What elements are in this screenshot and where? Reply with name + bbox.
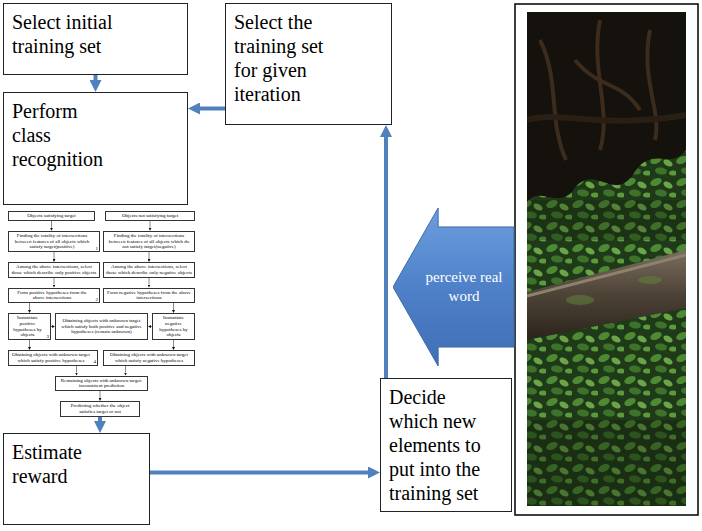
node-text: Among the above intersections, select th… bbox=[106, 264, 192, 276]
connector bbox=[200, 107, 225, 111]
process-box: Perform class recognition bbox=[3, 92, 188, 205]
node-text: Select the training set for given iterat… bbox=[234, 10, 346, 106]
process-box: Estimate reward bbox=[3, 433, 150, 525]
step-box: Among the above intersections, select th… bbox=[103, 262, 195, 278]
step-box: Remaining objects with unknown target: i… bbox=[55, 376, 148, 392]
node-text: Instantiate positive hypotheses by objec… bbox=[11, 315, 44, 338]
connector bbox=[54, 252, 55, 259]
connector bbox=[173, 303, 174, 310]
node-text: Predicting whether the object satisfies … bbox=[63, 403, 137, 415]
node-text: Instantiate negative hypotheses by objec… bbox=[155, 315, 192, 338]
connector bbox=[150, 221, 151, 228]
node-text: Obtaining objects with unknown target wh… bbox=[58, 318, 145, 335]
node-text: Select initial training set bbox=[12, 10, 142, 58]
node-text: Remaining objects with unknown target: i… bbox=[58, 378, 145, 390]
step-box: Obtaining objects with unknown target wh… bbox=[55, 313, 148, 340]
step-box: Objects not satisfying target bbox=[105, 211, 195, 221]
node-text: Obtaining objects with unknown target wh… bbox=[106, 352, 192, 364]
step-box: Objects satisfying target bbox=[8, 211, 95, 221]
step-box: Form positive hypotheses from the above … bbox=[8, 288, 100, 304]
connector bbox=[29, 340, 30, 347]
process-box: Select initial training set bbox=[3, 3, 188, 75]
connector bbox=[100, 391, 101, 398]
block-arrow-shape bbox=[393, 208, 515, 366]
node-text: Obtaining objects with unknown target wh… bbox=[11, 352, 91, 364]
process-box: Select the training set for given iterat… bbox=[225, 3, 392, 125]
node-text: Estimate reward bbox=[12, 440, 112, 488]
connector bbox=[150, 471, 368, 475]
connector bbox=[173, 340, 174, 347]
connector bbox=[149, 252, 150, 259]
callout-number: 3 bbox=[47, 334, 50, 339]
connector bbox=[29, 303, 30, 310]
block-arrow-outline bbox=[393, 208, 514, 366]
connector bbox=[149, 278, 150, 285]
callout-number: 1 bbox=[96, 246, 99, 251]
node-text: Objects not satisfying target bbox=[122, 213, 178, 219]
step-box: Among the above intersections, select th… bbox=[8, 262, 100, 278]
step-box: Finding the totality of intersections be… bbox=[8, 231, 100, 252]
step-box: Obtaining objects with unknown target wh… bbox=[8, 350, 98, 366]
forest-photo bbox=[527, 12, 686, 506]
node-text: Form negative hypotheses from the above … bbox=[106, 290, 192, 302]
photo-frame bbox=[515, 4, 698, 515]
step-box: Finding the totality of intersections be… bbox=[103, 231, 195, 252]
node-text: Among the above intersections, select th… bbox=[11, 264, 97, 276]
node-text: perceive real word bbox=[422, 268, 506, 307]
node-text: Finding the totality of intersections be… bbox=[106, 233, 192, 250]
step-box: Instantiate positive hypotheses by objec… bbox=[8, 313, 51, 340]
connector bbox=[54, 278, 55, 285]
block-arrow: perceive real word bbox=[393, 208, 515, 366]
step-box: Instantiate negative hypotheses by objec… bbox=[152, 313, 195, 340]
connector bbox=[51, 326, 52, 327]
node-text: Form positive hypotheses from the above … bbox=[11, 290, 93, 302]
node-text: Decide which new elements to put into th… bbox=[389, 385, 497, 505]
connector bbox=[384, 137, 388, 378]
step-box: Obtaining objects with unknown target wh… bbox=[103, 350, 195, 366]
connector bbox=[51, 221, 52, 228]
connector bbox=[94, 75, 98, 80]
process-box: Decide which new elements to put into th… bbox=[380, 378, 512, 512]
callout-number: 4 bbox=[94, 359, 97, 364]
step-box: Predicting whether the object satisfies … bbox=[60, 401, 140, 417]
node-text: Objects satisfying target bbox=[27, 213, 76, 219]
callout-number: 2 bbox=[96, 297, 99, 302]
node-text: Finding the totality of intersections be… bbox=[11, 233, 93, 250]
connector bbox=[76, 366, 77, 373]
step-box: Form negative hypotheses from the above … bbox=[103, 288, 195, 304]
connector bbox=[125, 366, 126, 373]
node-text: Perform class recognition bbox=[12, 99, 112, 171]
connector bbox=[98, 417, 102, 422]
